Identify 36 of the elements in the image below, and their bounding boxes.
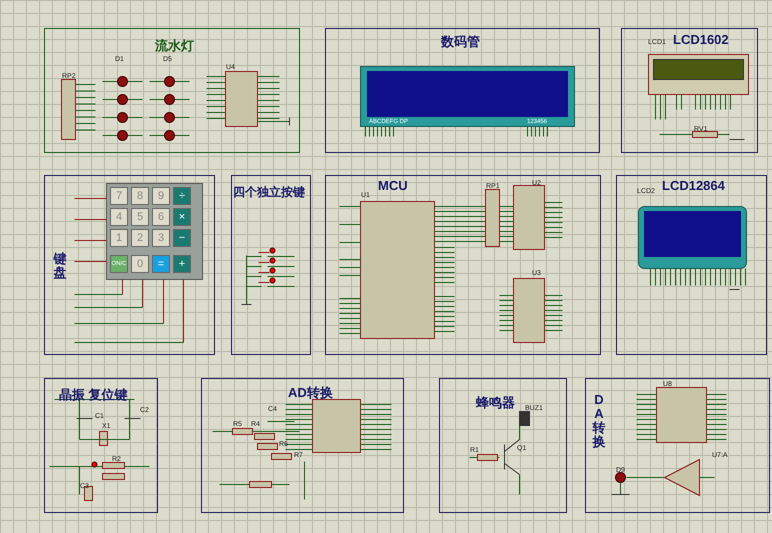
keypad-key: 6: [152, 208, 170, 226]
panel-title: 四个独立按键: [233, 184, 305, 201]
keypad-key: 4: [110, 208, 128, 226]
panel-title: MCU: [378, 178, 408, 193]
circuit-panel: [616, 175, 767, 355]
panel-title: LCD12864: [662, 178, 725, 193]
panel-title: 晶振 复位键: [59, 386, 128, 404]
keypad-key: =: [152, 255, 170, 273]
panel-title: 流水灯: [155, 37, 194, 55]
keypad-key: ×: [173, 208, 191, 226]
keypad-key: 5: [131, 208, 149, 226]
circuit-panel: [231, 175, 311, 355]
panel-title: 数码管: [441, 33, 480, 51]
circuit-panel: [325, 175, 601, 355]
keypad-key: ÷: [173, 187, 191, 205]
keypad-key: 7: [110, 187, 128, 205]
circuit-panel: [201, 378, 404, 513]
circuit-panel: [621, 28, 758, 153]
keypad-key: 9: [152, 187, 170, 205]
panel-title: 键盘: [53, 252, 67, 280]
keypad-key: +: [173, 255, 191, 273]
panel-title: LCD1602: [673, 32, 729, 47]
keypad-key: 1: [110, 229, 128, 247]
circuit-panel: [439, 378, 567, 513]
panel-title: DA转换: [592, 393, 606, 449]
circuit-panel: [585, 378, 770, 513]
keypad-key: 2: [131, 229, 149, 247]
circuit-panel: [44, 378, 158, 513]
keypad-key: 8: [131, 187, 149, 205]
keypad-key: 3: [152, 229, 170, 247]
keypad-key: −: [173, 229, 191, 247]
circuit-panel: [44, 28, 300, 153]
panel-title: AD转换: [288, 384, 333, 402]
keypad-key: 0: [131, 255, 149, 273]
panel-title: 蜂鸣器: [476, 394, 515, 412]
circuit-panel: [325, 28, 600, 153]
